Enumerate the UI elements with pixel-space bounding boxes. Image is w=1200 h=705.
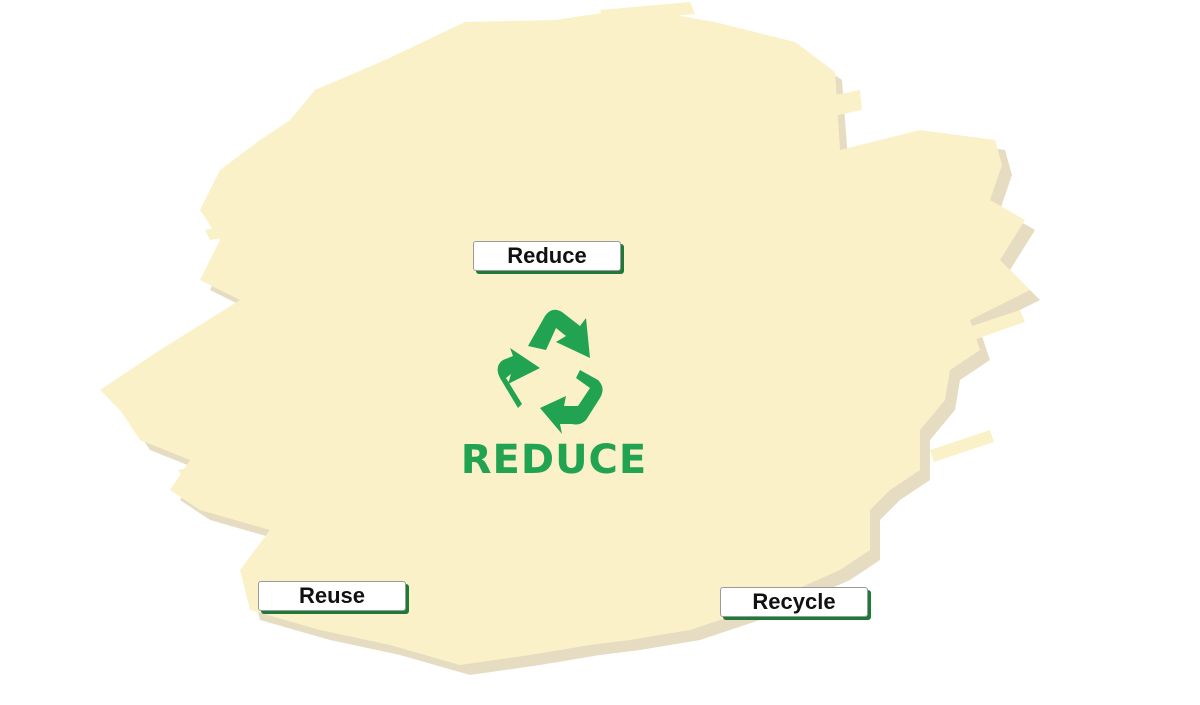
- recycle-icon: [497, 309, 603, 434]
- center-caption: REDUCE: [461, 437, 648, 483]
- brush-streaks: [108, 2, 1025, 482]
- reduce-button[interactable]: Reduce: [473, 241, 621, 271]
- reduce-button-label: Reduce: [507, 243, 587, 268]
- splash-main: [100, 8, 1030, 665]
- reuse-button[interactable]: Reuse: [258, 581, 406, 611]
- recycle-button-label: Recycle: [752, 589, 836, 614]
- recycle-arrow-left: [497, 348, 540, 408]
- recycle-arrow-top: [528, 309, 590, 358]
- recycle-button[interactable]: Recycle: [720, 587, 868, 617]
- recycle-arrow-right: [540, 370, 603, 434]
- reuse-button-label: Reuse: [298, 583, 366, 608]
